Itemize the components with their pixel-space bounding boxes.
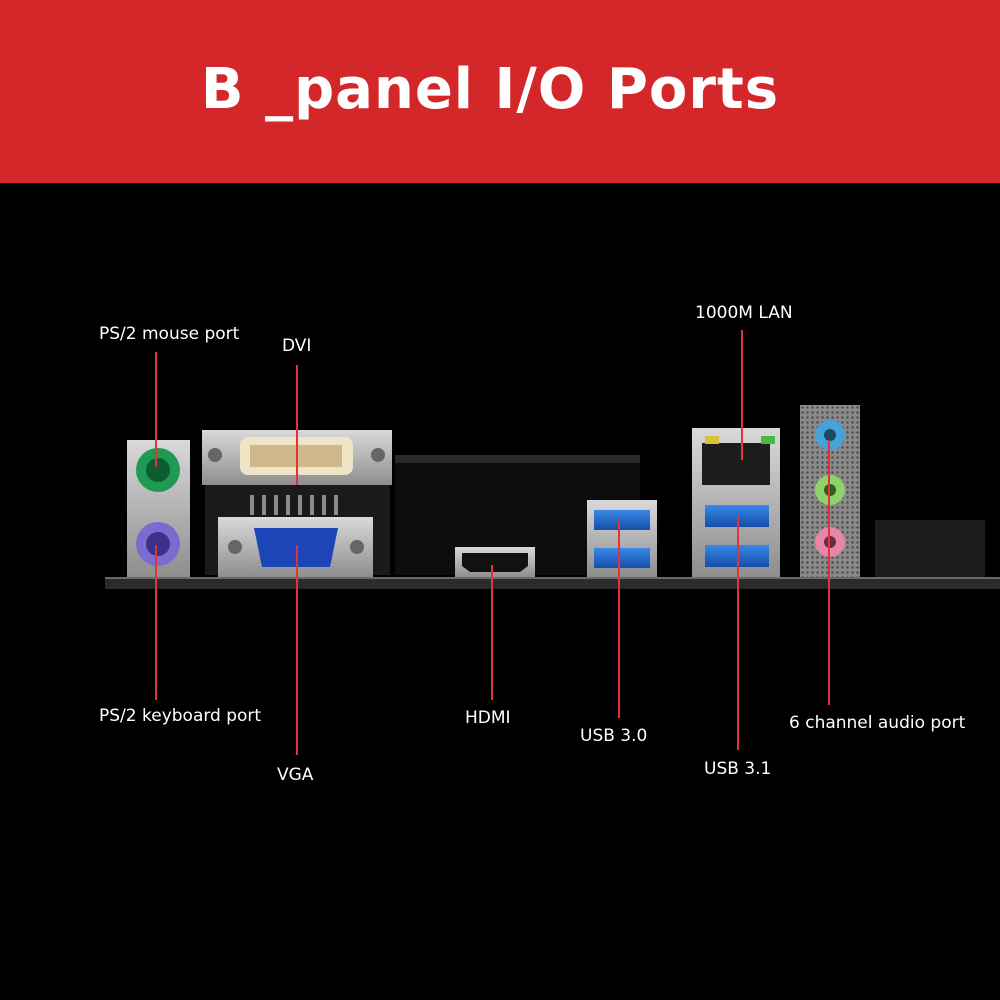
leader-usb30 <box>618 520 620 718</box>
label-dvi: DVI <box>282 336 312 356</box>
leader-usb31 <box>737 515 739 750</box>
label-vga: VGA <box>277 765 314 785</box>
leader-ps2-keyboard <box>155 545 157 700</box>
label-usb31: USB 3.1 <box>704 759 772 779</box>
page-title: B _panel I/O Ports <box>200 57 780 122</box>
leader-audio <box>828 440 830 705</box>
pcb-edge <box>105 577 1000 589</box>
leader-lan <box>741 330 743 460</box>
lan-usb31-stack <box>692 428 780 577</box>
title-banner: B _panel I/O Ports <box>0 0 1000 183</box>
label-audio: 6 channel audio port <box>789 713 966 733</box>
usb30-stack <box>587 500 657 577</box>
hdmi-connector <box>455 547 535 577</box>
ps2-housing <box>127 440 190 577</box>
audio-panel <box>800 405 860 577</box>
label-usb30: USB 3.0 <box>580 726 648 746</box>
label-lan: 1000M LAN <box>695 303 793 323</box>
leader-dvi <box>296 365 298 485</box>
label-ps2-mouse: PS/2 mouse port <box>99 324 240 344</box>
leader-ps2-mouse <box>155 352 157 467</box>
vga-connector <box>218 517 373 577</box>
label-ps2-keyboard: PS/2 keyboard port <box>99 706 262 726</box>
leader-vga <box>296 545 298 755</box>
leader-hdmi <box>491 565 493 700</box>
label-hdmi: HDMI <box>465 708 511 728</box>
